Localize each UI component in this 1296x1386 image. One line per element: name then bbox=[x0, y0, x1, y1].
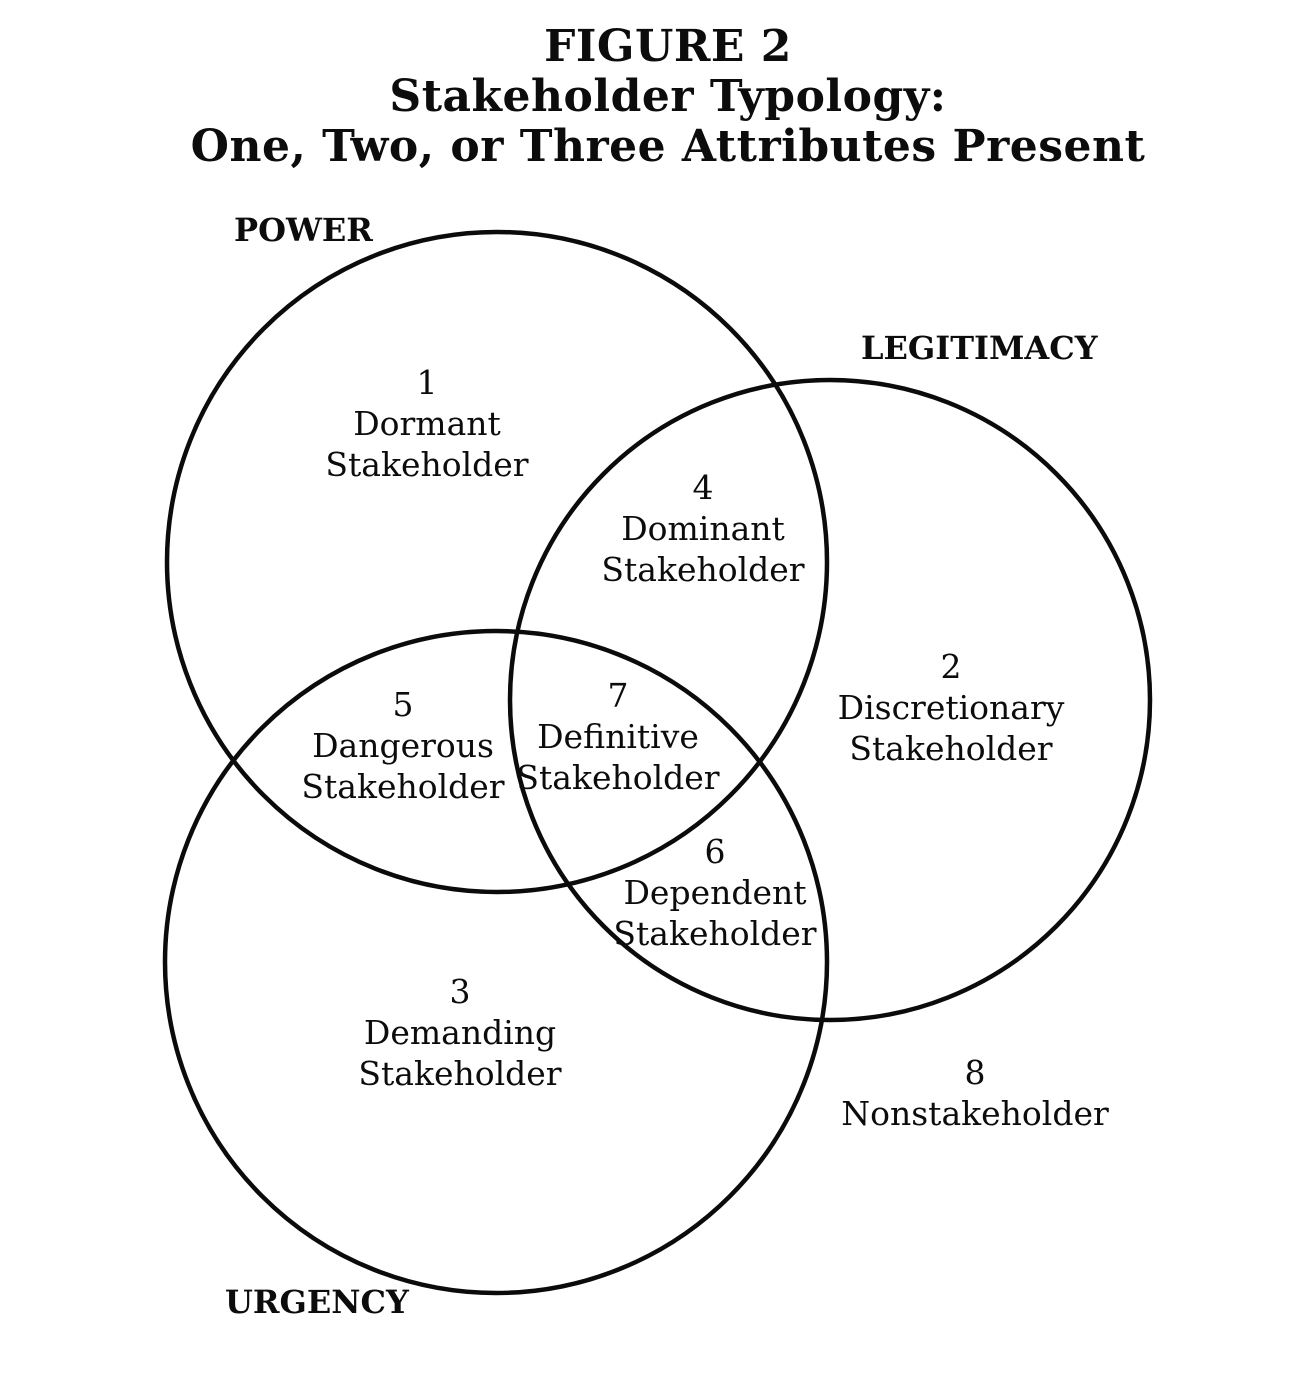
legitimacy-label: LEGITIMACY bbox=[861, 329, 1098, 367]
region-6-dependent-stakeholder: 6 Dependent Stakeholder bbox=[613, 831, 816, 954]
region-name-line2: Stakeholder bbox=[849, 729, 1053, 768]
power-circle bbox=[164, 229, 830, 895]
figure-subtitle: One, Two, or Three Attributes Present bbox=[190, 121, 1146, 172]
region-name-line1: Discretionary bbox=[837, 688, 1065, 727]
region-name-line2: Stakeholder bbox=[601, 550, 805, 589]
urgency-label: URGENCY bbox=[225, 1283, 409, 1321]
region-number: 3 bbox=[449, 972, 471, 1011]
region-name-line2: Stakeholder bbox=[325, 445, 529, 484]
region-number: 7 bbox=[607, 676, 629, 715]
region-number: 1 bbox=[416, 363, 438, 402]
region-name-line1: Dominant bbox=[621, 509, 785, 548]
region-number: 5 bbox=[392, 685, 414, 724]
region-number: 8 bbox=[964, 1053, 986, 1092]
region-5-dangerous-stakeholder: 5 Dangerous Stakeholder bbox=[301, 684, 504, 807]
region-number: 2 bbox=[940, 647, 962, 686]
region-4-dominant-stakeholder: 4 Dominant Stakeholder bbox=[601, 467, 804, 590]
region-name-line1: Demanding bbox=[363, 1013, 557, 1052]
region-name-line2: Stakeholder bbox=[358, 1054, 562, 1093]
region-name-line2: Stakeholder bbox=[613, 914, 817, 953]
figure-number: FIGURE 2 bbox=[544, 21, 792, 72]
figure-title: FIGURE 2 Stakeholder Typology: One, Two,… bbox=[40, 22, 1296, 172]
power-label: POWER bbox=[234, 211, 373, 249]
region-8-nonstakeholder: 8 Nonstakeholder bbox=[841, 1052, 1109, 1134]
region-name-line1: Dangerous bbox=[312, 726, 494, 765]
region-1-dormant-stakeholder: 1 Dormant Stakeholder bbox=[325, 362, 528, 485]
region-2-discretionary-stakeholder: 2 Discretionary Stakeholder bbox=[838, 646, 1065, 769]
region-name-line1: Definitive bbox=[537, 717, 699, 756]
region-number: 4 bbox=[692, 468, 714, 507]
region-name-line1: Nonstakeholder bbox=[841, 1094, 1109, 1133]
region-3-demanding-stakeholder: 3 Demanding Stakeholder bbox=[358, 971, 561, 1094]
region-name-line1: Dependent bbox=[623, 873, 807, 912]
region-name-line2: Stakeholder bbox=[516, 758, 720, 797]
region-name-line1: Dormant bbox=[353, 404, 501, 443]
region-name-line2: Stakeholder bbox=[301, 767, 505, 806]
figure-heading: Stakeholder Typology: bbox=[389, 71, 947, 122]
region-7-definitive-stakeholder: 7 Definitive Stakeholder bbox=[516, 675, 719, 798]
legitimacy-circle bbox=[507, 377, 1153, 1023]
urgency-circle bbox=[162, 628, 830, 1296]
region-number: 6 bbox=[704, 832, 726, 871]
